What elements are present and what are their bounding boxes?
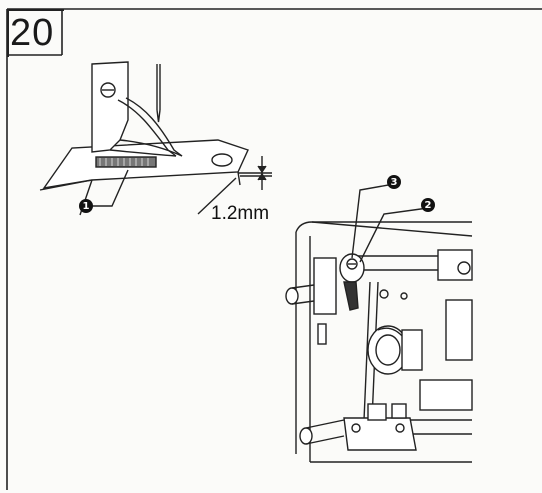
frame-lines	[6, 8, 542, 490]
callout-2: 2	[421, 198, 435, 212]
step-number: 20	[10, 12, 55, 54]
needle-plate-drawing	[39, 61, 272, 216]
callout-3: 3	[387, 175, 401, 189]
hook-mechanism-drawing	[285, 183, 473, 463]
callout-1: 1	[79, 199, 93, 213]
clearance-dimension-label: 1.2mm	[211, 203, 270, 224]
step-number-box	[7, 9, 64, 57]
